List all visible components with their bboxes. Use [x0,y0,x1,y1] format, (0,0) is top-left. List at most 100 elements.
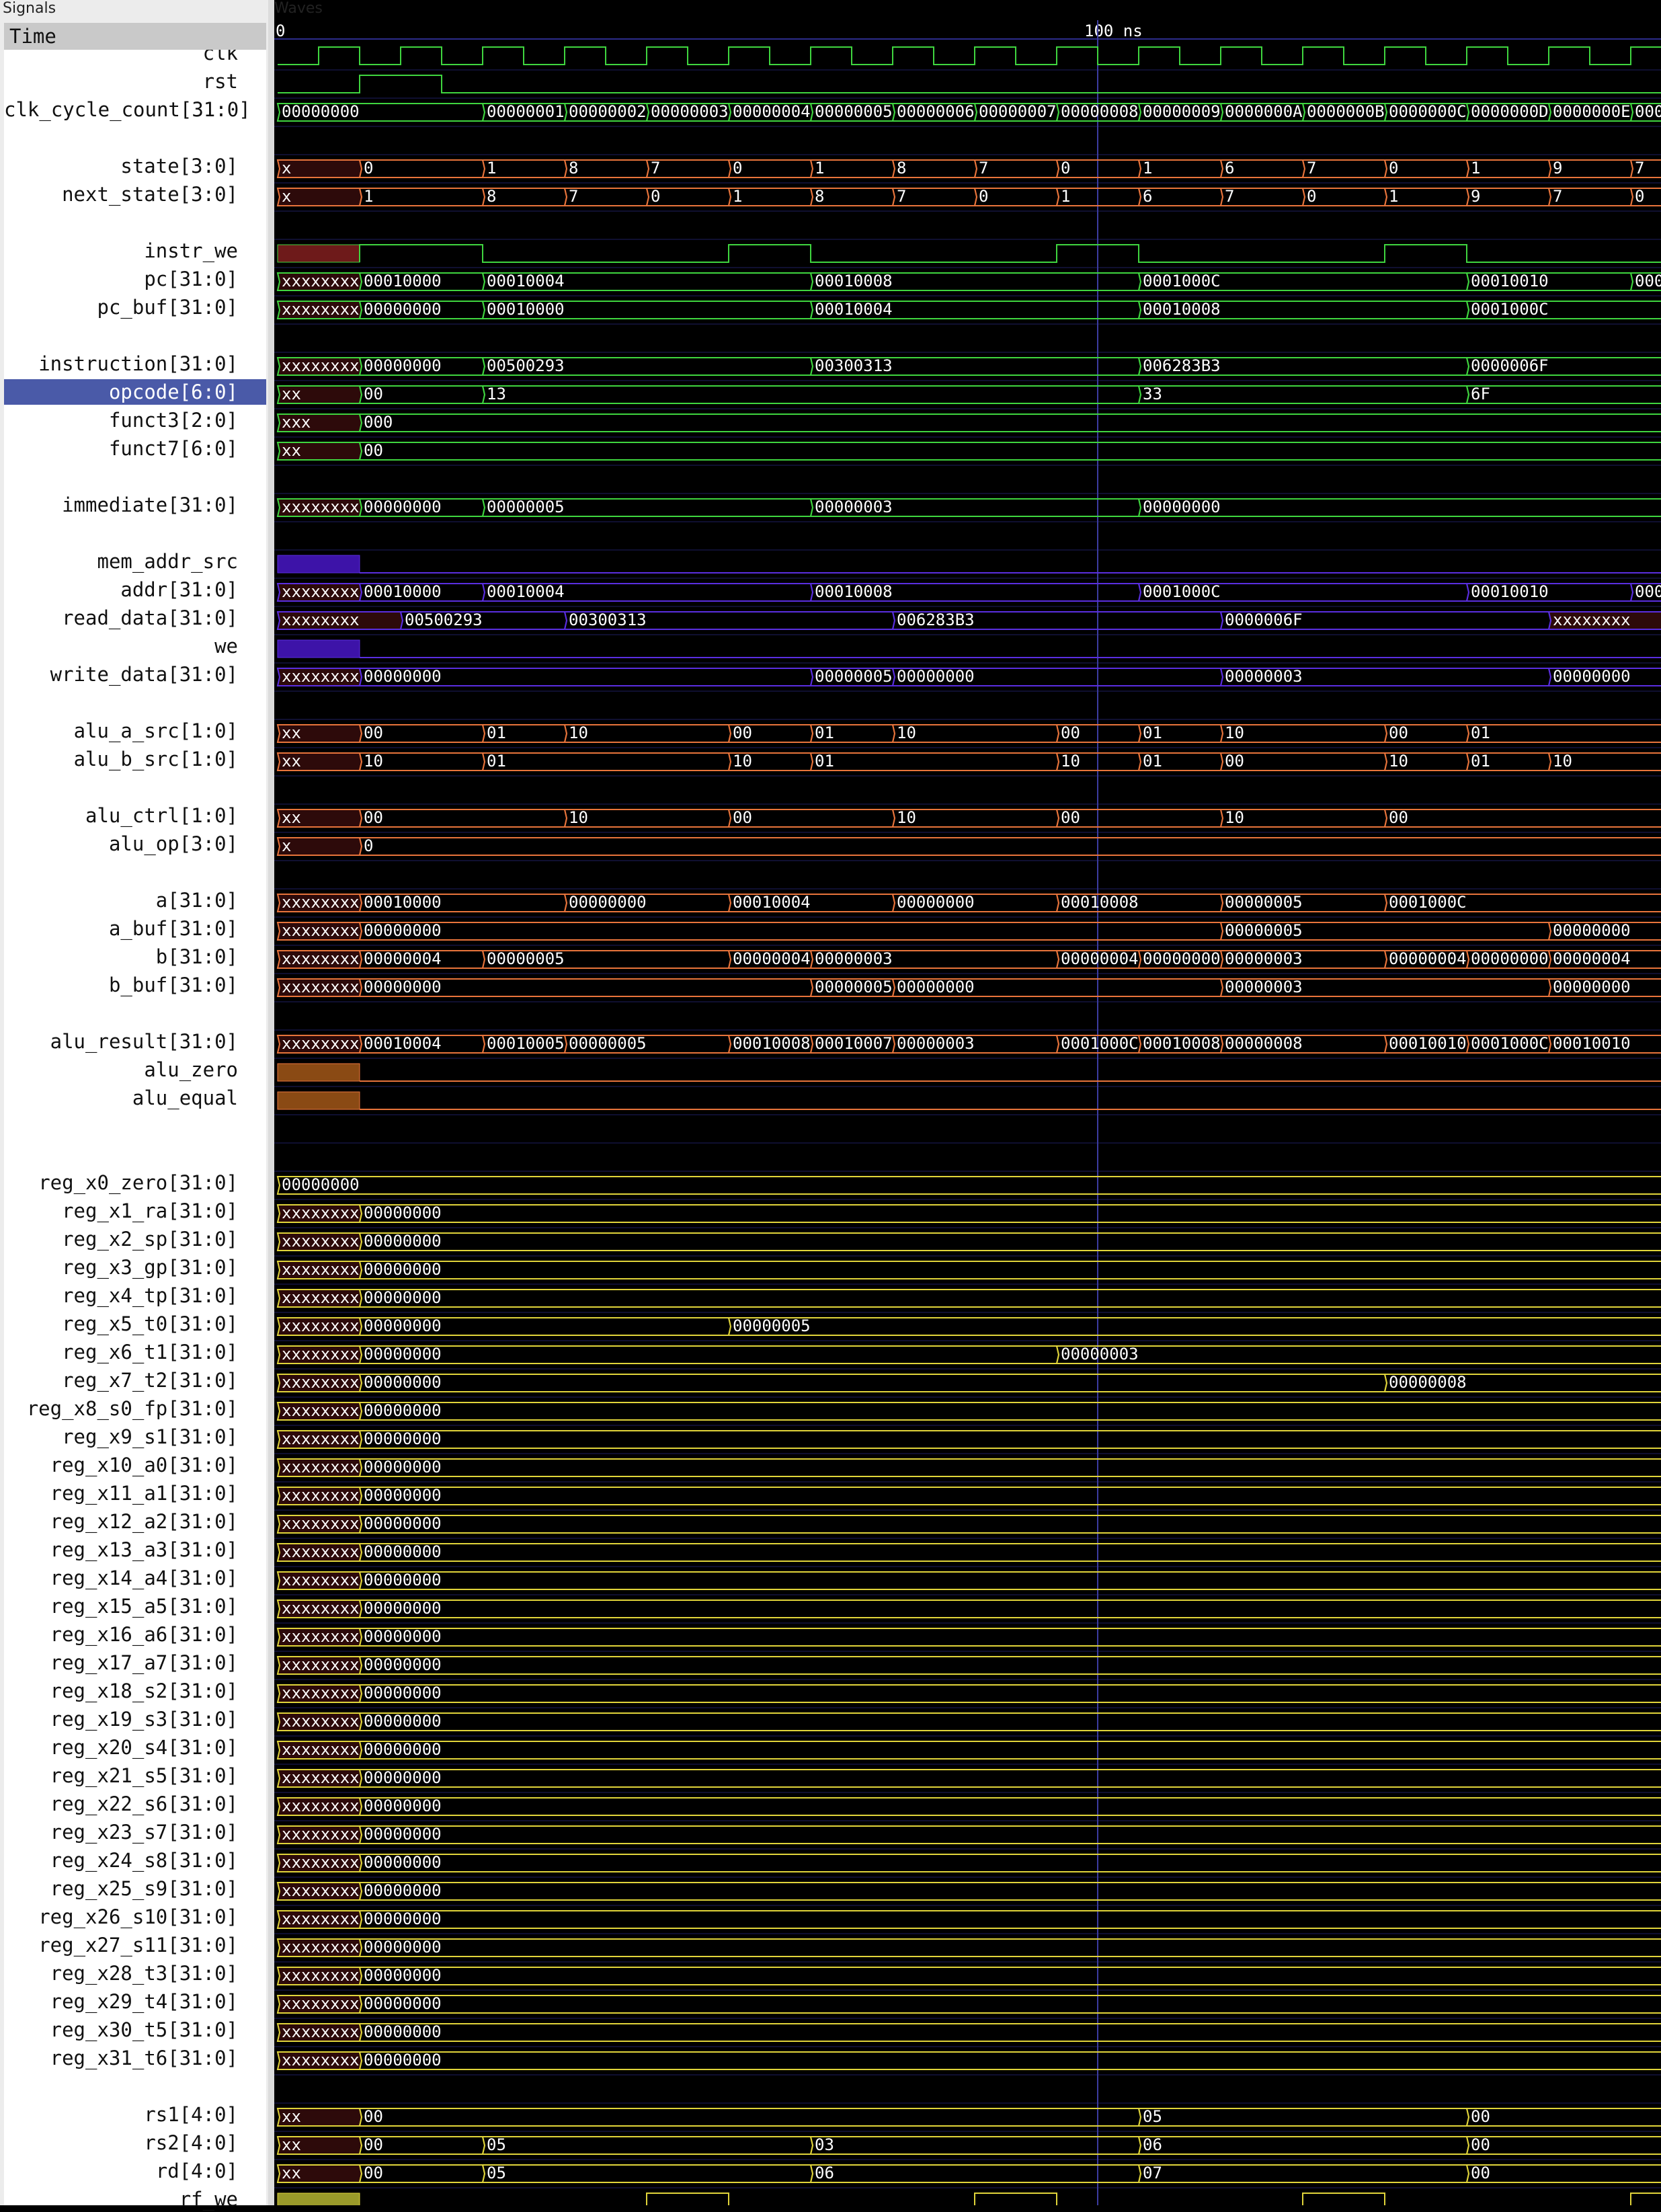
wave-clk[interactable] [278,46,1661,65]
signal-name-state[interactable]: state[3:0] [120,155,238,177]
signal-name-reg-x17-a7[interactable]: reg_x17_a7[31:0] [50,1651,238,1674]
signal-name-reg-x4-tp[interactable]: reg_x4_tp[31:0] [62,1284,238,1307]
signal-name-read-data[interactable]: read_data[31:0] [62,606,238,629]
signal-name-reg-x6-t1[interactable]: reg_x6_t1[31:0] [62,1341,238,1364]
signal-name-reg-x10-a0[interactable]: reg_x10_a0[31:0] [50,1454,238,1476]
signal-name-reg-x0-zero[interactable]: reg_x0_zero[31:0] [38,1171,238,1194]
signal-name-reg-x11-a1[interactable]: reg_x11_a1[31:0] [50,1482,238,1505]
signal-name-rf-we[interactable]: rf_we [179,2188,238,2211]
signal-name-reg-x14-a4[interactable]: reg_x14_a4[31:0] [50,1567,238,1589]
wave-mem-addr-src[interactable] [277,555,1661,574]
signal-name-funct7[interactable]: funct7[6:0] [108,437,238,460]
signal-name-reg-x22-s6[interactable]: reg_x22_s6[31:0] [50,1792,238,1815]
signal-name-alu-result[interactable]: alu_result[31:0] [50,1030,238,1053]
signal-name-opcode[interactable]: opcode[6:0] [4,379,266,405]
time-header[interactable]: Time [4,23,266,50]
wave-reg-x0-zero[interactable]: 00000000 [276,1175,1661,1195]
signal-name-reg-x9-s1[interactable]: reg_x9_s1[31:0] [62,1425,238,1448]
signal-name-reg-x25-s9[interactable]: reg_x25_s9[31:0] [50,1877,238,1900]
signal-name-clk-cycle-count[interactable]: clk_cycle_count[31:0] [4,98,251,121]
signal-name-a-buf[interactable]: a_buf[31:0] [108,917,238,940]
signal-name-reg-x21-s5[interactable]: reg_x21_s5[31:0] [50,1764,238,1787]
signal-name-write-data[interactable]: write_data[31:0] [50,663,238,686]
signal-name-instruction[interactable]: instruction[31:0] [38,352,238,375]
signal-name-rs1[interactable]: rs1[4:0] [144,2103,238,2126]
wave-alu-equal[interactable] [277,1091,1661,1110]
signal-name-alu-a-src[interactable]: alu_a_src[1:0] [73,719,238,742]
wave-instr-we[interactable] [277,244,1661,263]
signal-name-reg-x19-s3[interactable]: reg_x19_s3[31:0] [50,1708,238,1731]
signal-name-reg-x27-s11[interactable]: reg_x27_s11[31:0] [38,1934,238,1957]
signal-name-a[interactable]: a[31:0] [155,889,238,912]
signal-name-reg-x1-ra[interactable]: reg_x1_ra[31:0] [62,1199,238,1222]
signal-name-reg-x13-a3[interactable]: reg_x13_a3[31:0] [50,1538,238,1561]
signal-name-alu-equal[interactable]: alu_equal [132,1087,238,1109]
signal-name-reg-x18-s2[interactable]: reg_x18_s2[31:0] [50,1680,238,1702]
signal-name-b-buf[interactable]: b_buf[31:0] [108,974,238,996]
signal-name-reg-x20-s4[interactable]: reg_x20_s4[31:0] [50,1736,238,1759]
signal-name-reg-x12-a2[interactable]: reg_x12_a2[31:0] [50,1510,238,1533]
signal-name-rs2[interactable]: rs2[4:0] [144,2131,238,2154]
signal-name-alu-b-src[interactable]: alu_b_src[1:0] [73,748,238,771]
signal-name-mem-addr-src[interactable]: mem_addr_src [97,550,238,573]
signal-name-reg-x5-t0[interactable]: reg_x5_t0[31:0] [62,1312,238,1335]
signal-name-we[interactable]: we [214,635,238,658]
signal-name-alu-op[interactable]: alu_op[3:0] [108,832,238,855]
signal-name-reg-x15-a5[interactable]: reg_x15_a5[31:0] [50,1595,238,1618]
signal-name-rd[interactable]: rd[4:0] [155,2160,238,2182]
signal-name-reg-x3-gp[interactable]: reg_x3_gp[31:0] [62,1256,238,1279]
signal-name-b[interactable]: b[31:0] [155,945,238,968]
signal-name-reg-x16-a6[interactable]: reg_x16_a6[31:0] [50,1623,238,1646]
signal-name-reg-x26-s10[interactable]: reg_x26_s10[31:0] [38,1905,238,1928]
signal-name-reg-x31-t6[interactable]: reg_x31_t6[31:0] [50,2047,238,2069]
signal-name-rst[interactable]: rst [202,70,238,93]
signal-name-reg-x2-sp[interactable]: reg_x2_sp[31:0] [62,1228,238,1251]
signal-name-alu-ctrl[interactable]: alu_ctrl[1:0] [85,804,238,827]
